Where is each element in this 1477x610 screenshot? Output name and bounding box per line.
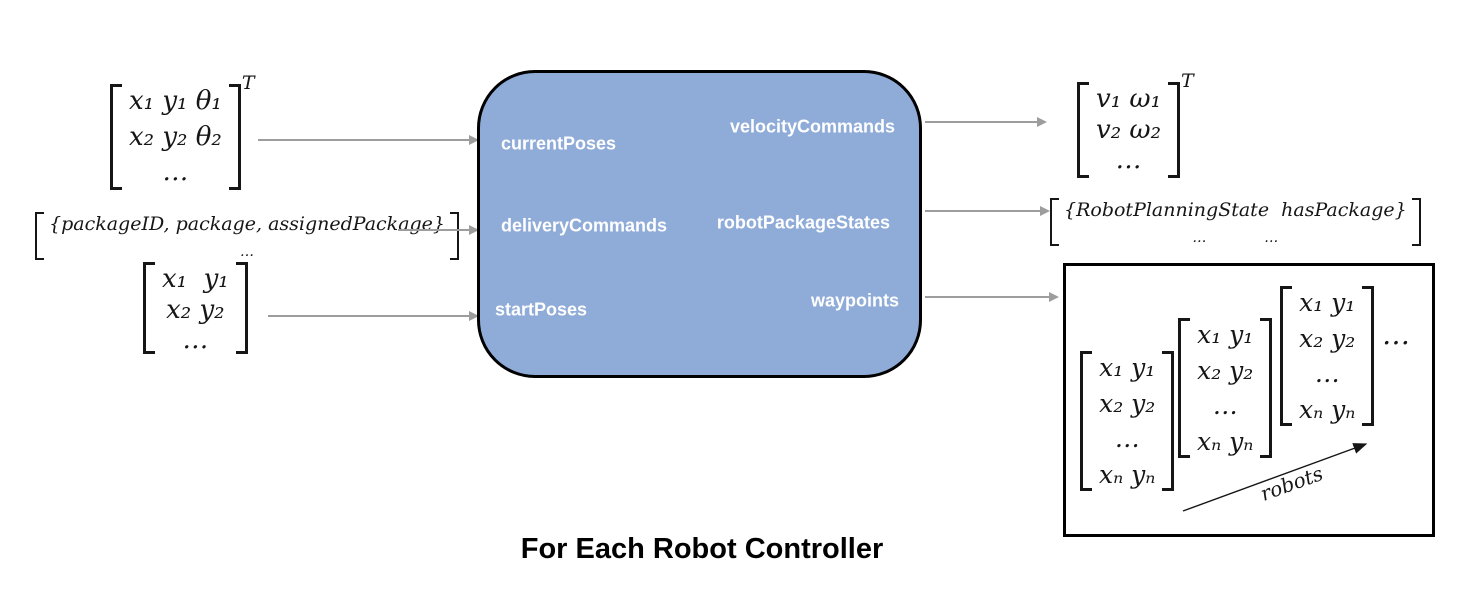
right-bracket xyxy=(450,212,460,260)
arrow-waypoints xyxy=(925,292,1059,302)
matrices-ellipsis: … xyxy=(1382,318,1410,351)
port-waypoints: waypoints xyxy=(810,290,899,311)
matrix-row: … … xyxy=(1192,230,1279,246)
arrow-delivery-commands xyxy=(398,225,479,235)
matrix-row: v₂ ω₂ xyxy=(1096,114,1161,145)
left-bracket xyxy=(1050,198,1059,246)
arrow-start-poses xyxy=(268,311,479,321)
waypoints-matrix-3: x₁ y₁ x₂ y₂ … xₙ yₙ xyxy=(1280,286,1375,426)
matrix-rows: x₁ y₁ θ₁ x₂ y₂ θ₂ … xyxy=(122,84,229,190)
right-bracket xyxy=(1362,286,1375,426)
matrix-rows: x₁ y₁ x₂ y₂ … xₙ yₙ xyxy=(1190,318,1260,458)
matrix-row: xₙ yₙ xyxy=(1197,426,1254,456)
right-bracket xyxy=(1162,351,1175,491)
right-bracket xyxy=(235,262,248,354)
input-matrix-current-poses: x₁ y₁ θ₁ x₂ y₂ θ₂ … T xyxy=(110,72,255,190)
matrix-row: x₂ y₂ xyxy=(1197,355,1254,385)
left-bracket xyxy=(1080,351,1092,491)
matrix-row: … xyxy=(1212,391,1238,420)
arrow-current-poses xyxy=(258,135,479,145)
input-matrix-start-poses: x₁ y₁ x₂ y₂ … xyxy=(143,262,248,356)
matrix-row: … xyxy=(162,157,189,188)
waypoints-panel: x₁ y₁ x₂ y₂ … xₙ yₙ x₁ y₁ x₂ y₂ … xₙ yₙ … xyxy=(1063,263,1435,537)
right-bracket xyxy=(1260,318,1273,458)
robot-controller-block: currentPoses deliveryCommands startPoses… xyxy=(477,70,922,378)
matrix-row: xₙ yₙ xyxy=(1299,394,1356,424)
matrix-row: x₂ y₂ xyxy=(166,294,225,325)
left-bracket xyxy=(110,84,122,190)
port-current-poses: currentPoses xyxy=(501,133,617,154)
matrix-row: … xyxy=(240,244,254,260)
left-bracket xyxy=(35,212,44,260)
arrow-robot-package-states xyxy=(925,206,1050,216)
matrix-rows: v₁ ω₁ v₂ ω₂ … xyxy=(1089,82,1168,178)
arrow-velocity-commands xyxy=(925,117,1047,127)
port-robot-package-states: robotPackageStates xyxy=(716,212,890,233)
diagram-title: For Each Robot Controller xyxy=(520,533,884,565)
output-matrix-velocity-commands: v₁ ω₁ v₂ ω₂ … T xyxy=(1077,70,1194,178)
matrix-row: xₙ yₙ xyxy=(1099,459,1156,489)
matrix-rows: x₁ y₁ x₂ y₂ … xₙ yₙ xyxy=(1092,351,1162,491)
waypoints-matrix-2: x₁ y₁ x₂ y₂ … xₙ yₙ xyxy=(1178,318,1273,458)
left-bracket xyxy=(1280,286,1292,426)
matrix-rows: {RobotPlanningState hasPackage} … … xyxy=(1059,198,1412,246)
matrix-row: … xyxy=(182,325,209,356)
matrix-row: … xyxy=(1314,359,1340,388)
matrix-row: … xyxy=(1114,424,1140,453)
matrix-row: x₁ y₁ xyxy=(162,264,229,294)
matrix-rows: {packageID, package, assignedPackage} … xyxy=(44,212,450,260)
matrix-row: x₁ y₁ xyxy=(1099,353,1156,382)
matrix-row: x₁ y₁ xyxy=(1299,288,1356,317)
robots-axis-arrow: robots xyxy=(1182,443,1368,512)
matrix-row: x₂ y₂ θ₂ xyxy=(129,121,222,152)
matrix-row: x₂ y₂ xyxy=(1299,323,1356,353)
left-bracket xyxy=(1077,82,1089,178)
input-set-delivery-commands: {packageID, package, assignedPackage} … xyxy=(35,212,460,260)
waypoints-matrix-1: x₁ y₁ x₂ y₂ … xₙ yₙ xyxy=(1080,351,1175,491)
robots-axis-label: robots xyxy=(1257,461,1326,506)
matrix-row: {packageID, package, assignedPackage} xyxy=(49,213,446,235)
left-bracket xyxy=(143,262,155,354)
transpose-superscript: T xyxy=(1181,70,1194,92)
port-delivery-commands: deliveryCommands xyxy=(501,215,668,236)
right-bracket xyxy=(1168,82,1180,178)
right-bracket xyxy=(1411,198,1421,246)
left-bracket xyxy=(1178,318,1190,458)
matrix-row: x₂ y₂ xyxy=(1099,388,1156,418)
matrix-row: {RobotPlanningState hasPackage} xyxy=(1064,199,1407,221)
port-velocity-commands: velocityCommands xyxy=(729,116,895,137)
matrix-row: x₁ y₁ xyxy=(1197,320,1254,349)
matrix-rows: x₁ y₁ x₂ y₂ … xₙ yₙ xyxy=(1292,286,1362,426)
output-set-robot-package-states: {RobotPlanningState hasPackage} … … xyxy=(1050,198,1421,246)
matrix-rows: x₁ y₁ x₂ y₂ … xyxy=(155,262,236,356)
transpose-superscript: T xyxy=(241,72,255,94)
matrix-row: v₁ ω₁ xyxy=(1096,84,1161,114)
matrix-row: x₁ y₁ θ₁ xyxy=(129,86,222,116)
matrix-row: … xyxy=(1115,145,1142,176)
right-bracket xyxy=(228,84,241,190)
port-start-poses: startPoses xyxy=(495,299,588,320)
